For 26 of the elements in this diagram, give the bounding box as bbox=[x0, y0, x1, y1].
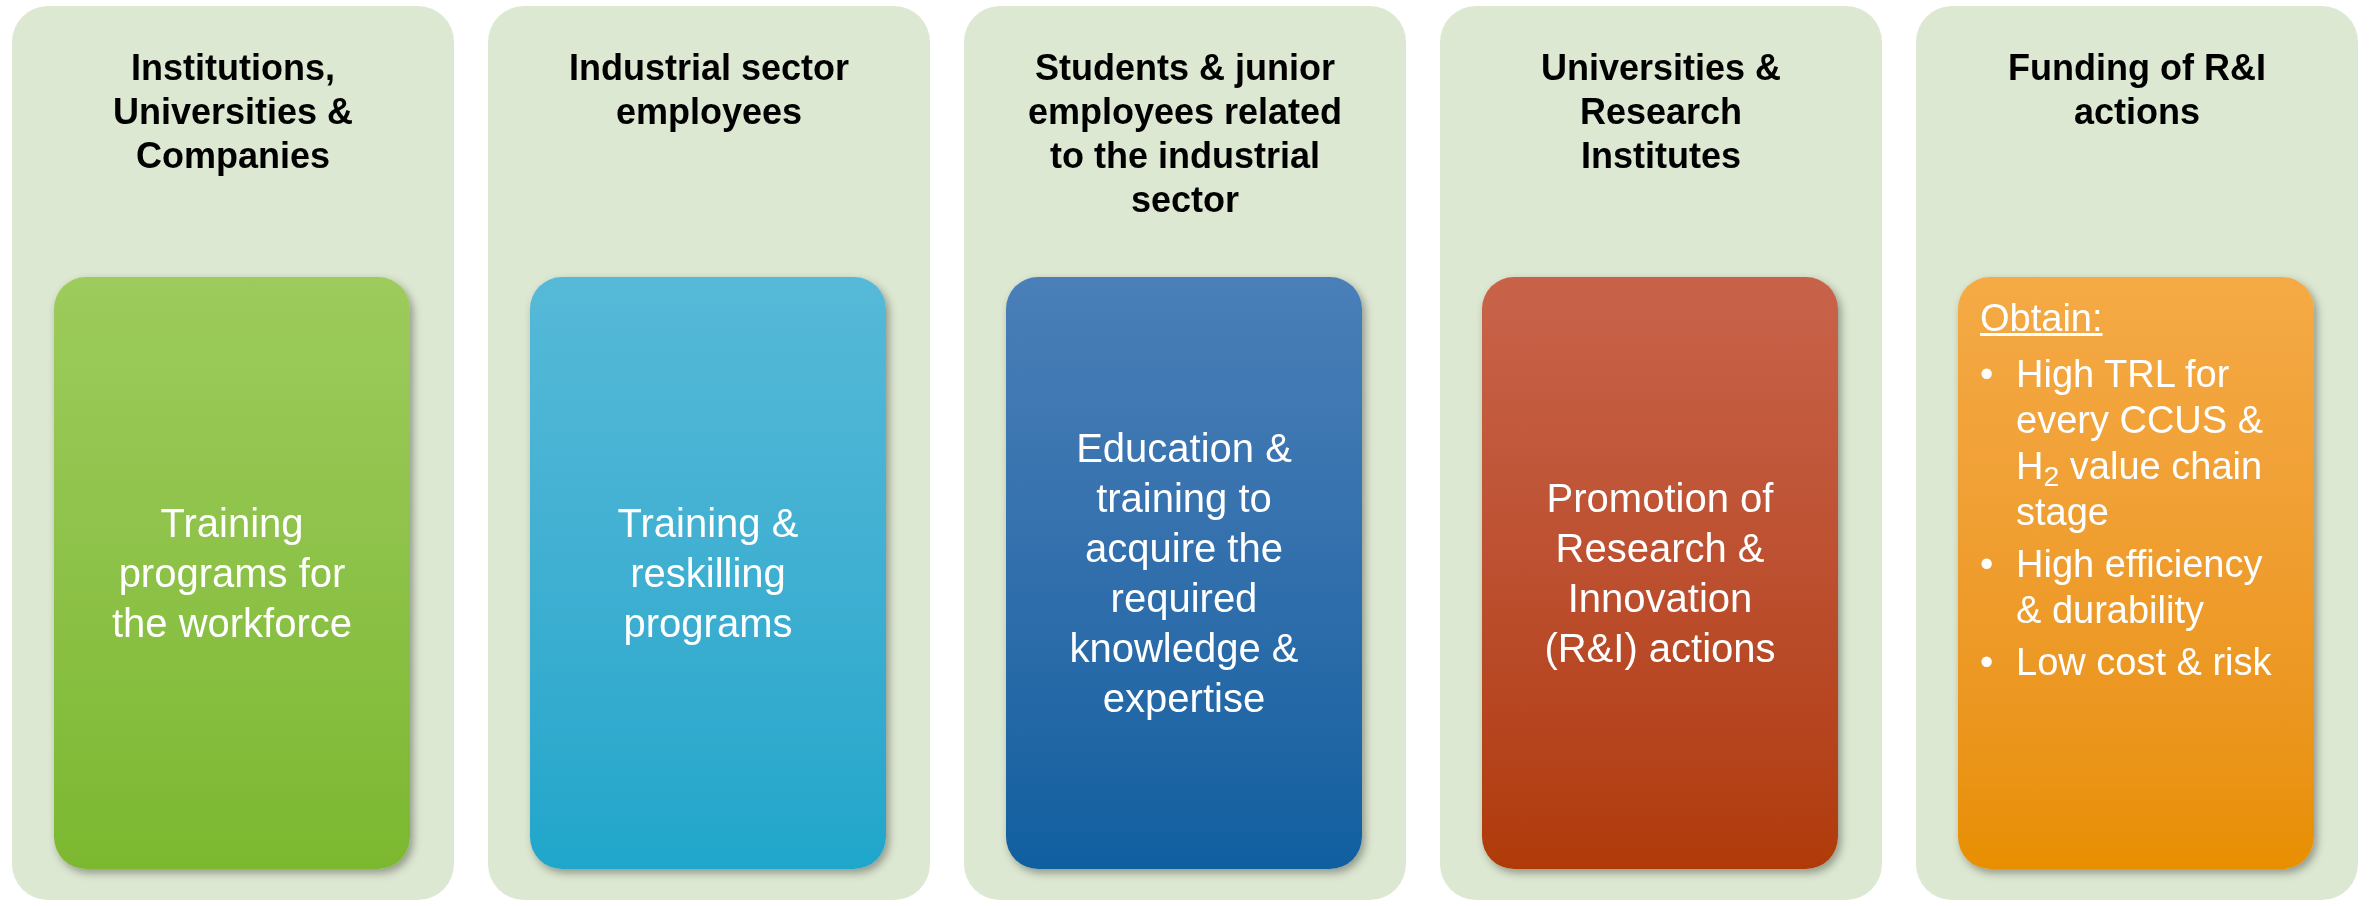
panel-heading: Universities & Research Institutes bbox=[1539, 46, 1783, 178]
list-heading: Obtain: bbox=[1980, 296, 2104, 341]
panel-heading: Industrial sector employees bbox=[567, 46, 851, 134]
bullet-mark: • bbox=[1980, 542, 1995, 587]
panel-heading: Funding of R&I actions bbox=[2007, 46, 2267, 134]
panel-heading: Institutions, Universities & Companies bbox=[111, 46, 355, 178]
content-card bbox=[1006, 277, 1362, 869]
group-panel bbox=[1916, 6, 2358, 900]
content-card bbox=[54, 277, 410, 869]
content-card bbox=[1958, 277, 2314, 869]
card-text: Training & reskilling programs bbox=[616, 500, 800, 647]
group-panel bbox=[12, 6, 454, 900]
content-card bbox=[1482, 277, 1838, 869]
panel-heading: Students & junior employees related to the industrial sector bbox=[1026, 46, 1344, 222]
group-panel bbox=[964, 6, 1406, 900]
card-text: Education & training to acquire the required knowledge & expertise bbox=[1068, 425, 1300, 722]
bullet-item: High TRL for every CCUS & H$_{2}$ value chain stage bbox=[2016, 352, 2265, 535]
card-text: Training programs for the workforce bbox=[110, 500, 354, 647]
group-panel bbox=[488, 6, 930, 900]
bullet-item: Low cost & risk bbox=[2016, 640, 2272, 685]
group-panel bbox=[1440, 6, 1882, 900]
bullet-item: High efficiency & durability bbox=[2016, 542, 2264, 633]
bullet-mark: • bbox=[1980, 640, 1995, 685]
content-card bbox=[530, 277, 886, 869]
card-text: Promotion of Research & Innovation (R&I) actions bbox=[1543, 475, 1777, 672]
bullet-mark: • bbox=[1980, 352, 1995, 397]
